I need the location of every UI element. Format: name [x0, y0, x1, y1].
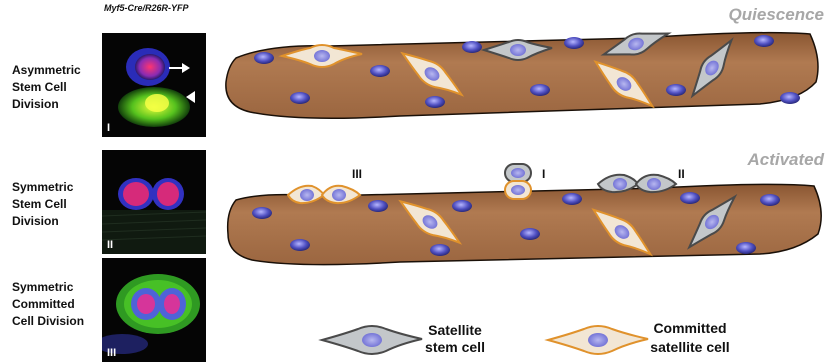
legend-satellite-stem-line2: stem cell: [420, 339, 490, 356]
legend-satellite-stem-line1: Satellite: [420, 322, 490, 339]
legend-committed-icon: [548, 326, 648, 354]
legend-committed-line2: satellite cell: [640, 339, 740, 356]
legend-committed-line1: Committed: [640, 320, 740, 337]
division-label-i: I: [542, 167, 545, 181]
asymmetric-pair-i: [505, 164, 531, 199]
division-label-ii: II: [678, 167, 685, 181]
legend-satellite-stem-icon: [322, 326, 422, 354]
division-label-iii: III: [352, 167, 362, 181]
